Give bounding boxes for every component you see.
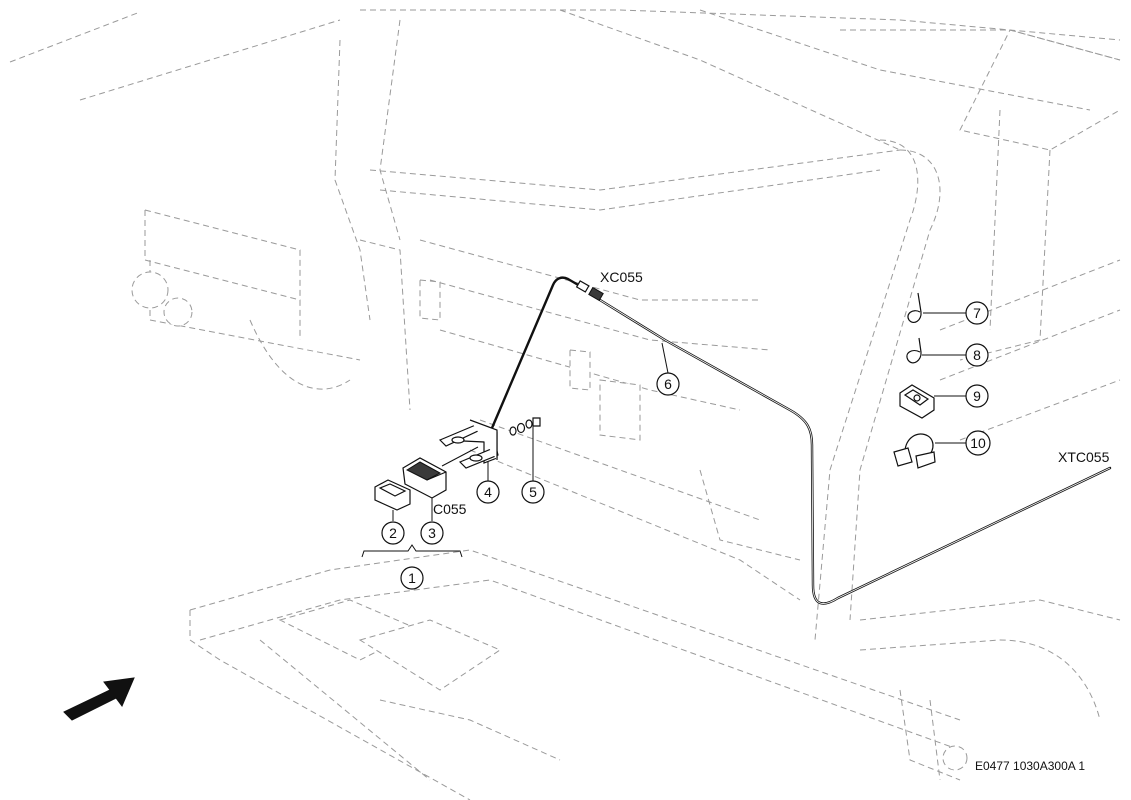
washers-and-bolt bbox=[509, 417, 541, 436]
cable-tie-8 bbox=[906, 337, 922, 364]
lamp-lens bbox=[374, 479, 411, 511]
svg-text:2: 2 bbox=[389, 525, 397, 541]
svg-text:6: 6 bbox=[664, 376, 672, 392]
xc055-connector bbox=[575, 280, 604, 302]
c055-label: C055 bbox=[433, 501, 467, 517]
leader-lines bbox=[361, 312, 966, 558]
callout-2: 2 bbox=[381, 521, 405, 545]
vehicle-ghost-outline bbox=[9, 9, 1121, 800]
mounting-bracket bbox=[438, 419, 499, 469]
callout-6: 6 bbox=[656, 372, 680, 396]
svg-text:10: 10 bbox=[970, 435, 986, 451]
xtc055-label: XTC055 bbox=[1058, 449, 1110, 465]
callout-4: 4 bbox=[476, 480, 500, 504]
callout-10: 10 bbox=[965, 430, 991, 456]
p-clamp-10 bbox=[893, 433, 936, 469]
forward-arrow-icon bbox=[63, 677, 135, 721]
svg-text:3: 3 bbox=[428, 525, 436, 541]
svg-text:8: 8 bbox=[973, 347, 981, 363]
svg-text:5: 5 bbox=[529, 484, 537, 500]
callout-7: 7 bbox=[965, 301, 989, 325]
xc055-label: XC055 bbox=[600, 269, 643, 285]
callout-9: 9 bbox=[965, 384, 989, 408]
callout-5: 5 bbox=[521, 480, 545, 504]
cable-tie-7 bbox=[907, 292, 922, 324]
svg-text:4: 4 bbox=[484, 484, 492, 500]
callout-8: 8 bbox=[965, 343, 989, 367]
reference-code: E0477 1030A300A 1 bbox=[975, 759, 1085, 773]
lamp-housing bbox=[402, 446, 479, 499]
cable-clip-9 bbox=[899, 384, 935, 419]
svg-text:7: 7 bbox=[973, 305, 981, 321]
svg-text:9: 9 bbox=[973, 388, 981, 404]
callout-1: 1 bbox=[400, 566, 424, 590]
harness-cable bbox=[488, 276, 1112, 605]
svg-text:1: 1 bbox=[408, 570, 416, 586]
callout-3: 3 bbox=[420, 521, 444, 545]
